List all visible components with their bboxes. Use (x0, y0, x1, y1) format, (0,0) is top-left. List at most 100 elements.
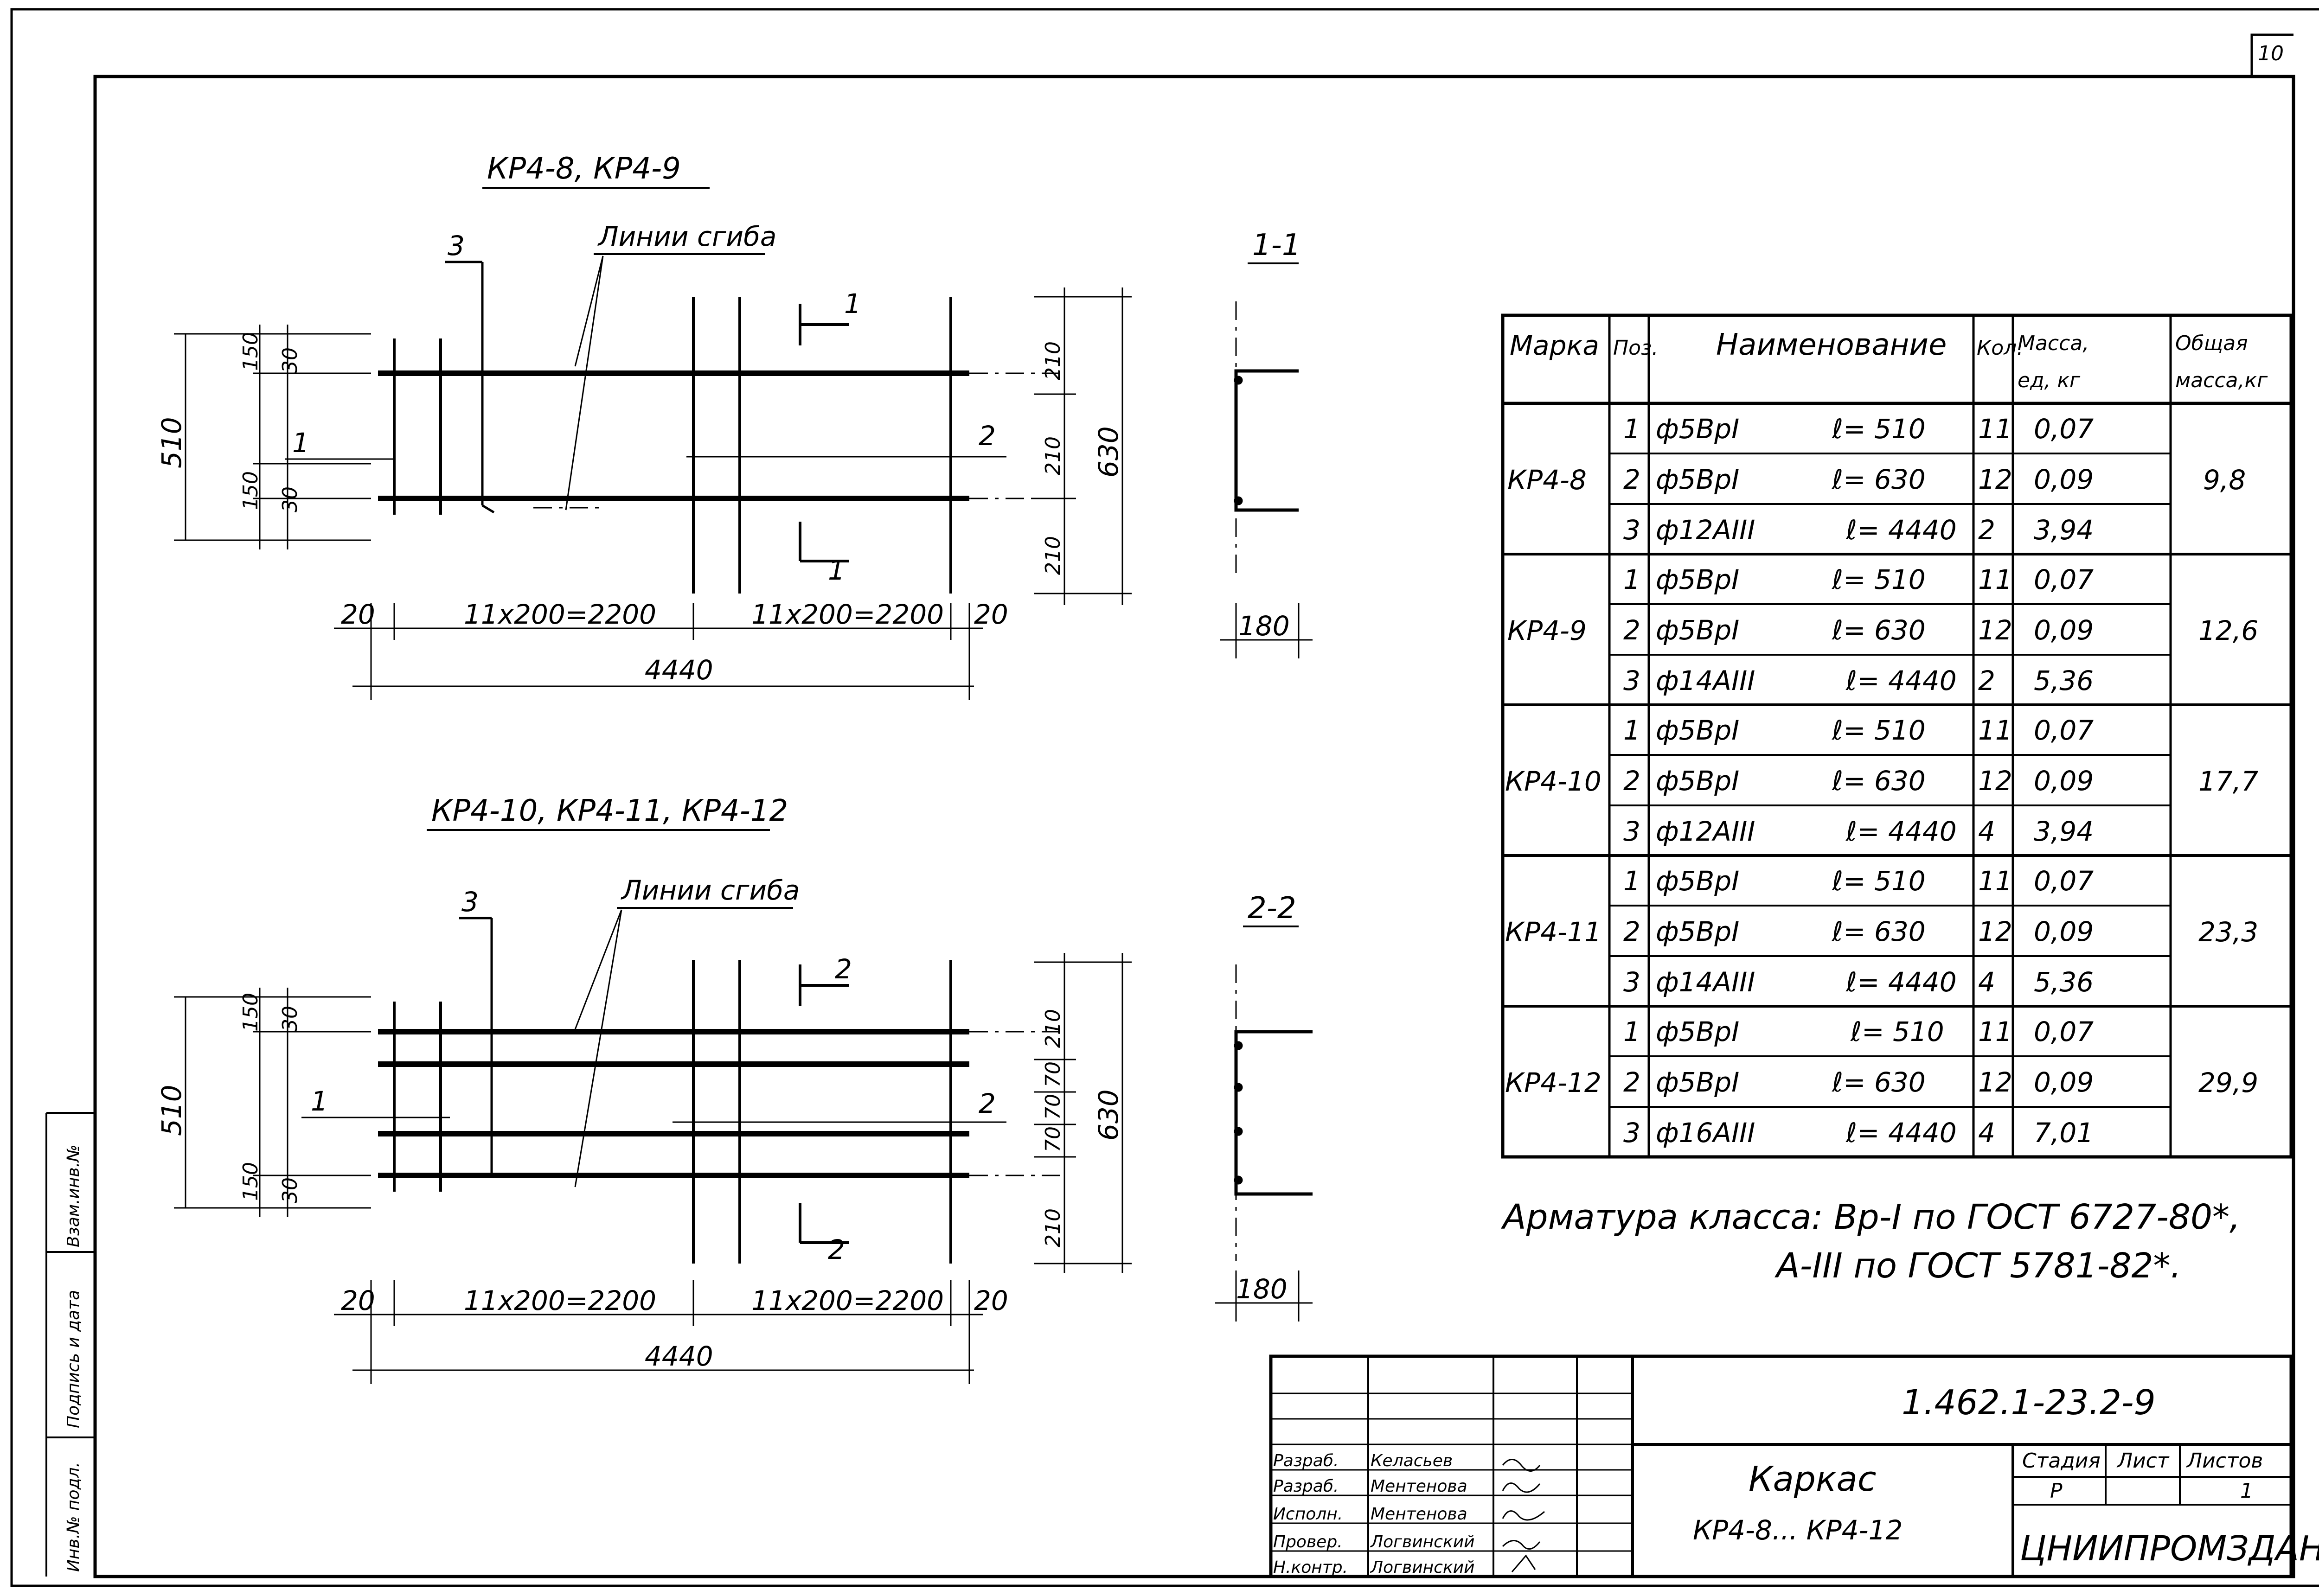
drawing-top-bars (378, 261, 1067, 594)
drawing-top-bend-label: Линии сгиба (597, 221, 776, 252)
cell-pos: 1 (1623, 1016, 1640, 1047)
cell-mass: 3,94 (2034, 514, 2094, 546)
table-row: 2 ф5ВрI ℓ= 630 12 0,09 (1623, 614, 2094, 646)
cell-len: ℓ= 4440 (1845, 665, 1957, 696)
cell-bar: ф5ВрI (1656, 916, 1739, 947)
drawing-bottom-pos2: 2 (979, 1088, 996, 1119)
sign-role: Разраб. (1273, 1451, 1339, 1470)
table-row: 1 ф5ВрI ℓ= 510 11 0,07 (1623, 413, 2094, 445)
drawing-top-height-left: 510 (156, 417, 187, 468)
cell-qty: 12 (1978, 1066, 2012, 1098)
cell-mass: 0,07 (2034, 413, 2094, 445)
cell-mass: 0,09 (2034, 464, 2094, 495)
table-row: 3 ф14АIII ℓ= 4440 2 5,36 (1623, 665, 2094, 696)
side-stamp (45, 1112, 95, 1577)
spec-table: Марка Поз. Наименование Кол. Масса, ед, … (1501, 313, 2293, 1159)
group-total: 23,3 (2198, 916, 2258, 948)
drawing-top-height-right: 630 (1093, 426, 1124, 478)
drawing-top-offset-right: 20 (974, 599, 1008, 630)
table-row: 3 ф16АIII ℓ= 4440 4 7,01 (1623, 1117, 2094, 1149)
drawing-top-dim30-top: 30 (278, 347, 302, 373)
sign-name: Ментенова (1371, 1477, 1467, 1496)
cell-mass: 0,07 (2034, 865, 2094, 897)
title-sheet-label: Лист (2116, 1449, 2170, 1473)
group-total: 9,8 (2203, 464, 2246, 496)
drawing-top-dimensions-bottom (334, 603, 983, 700)
drawing-top-dim150-bot: 150 (239, 471, 263, 510)
drawing-bottom: КР4-10, КР4-11, КР4-12 Линии сгиба 3 (156, 794, 1313, 1384)
drawing-bottom-cut-mark: 2 (835, 953, 852, 985)
cell-qty: 12 (1978, 464, 2012, 495)
cell-qty: 4 (1978, 966, 1995, 998)
cell-len: ℓ= 630 (1832, 1066, 1926, 1098)
cell-bar: ф12АIII (1656, 514, 1755, 546)
drawing-top-title: КР4-8, КР4-9 (487, 152, 681, 186)
drawing-top-offset-left: 20 (341, 599, 375, 630)
drawing-bottom-dim30-bot: 30 (278, 1177, 302, 1203)
drawing-top-dimensions-right (1034, 287, 1132, 605)
cell-bar: ф14АIII (1656, 665, 1755, 696)
drawing-bottom-dimensions-right (1034, 953, 1132, 1273)
sign-role: Разраб. (1273, 1477, 1339, 1496)
drawing-top-dimensions-left (174, 325, 371, 549)
cell-qty: 12 (1978, 614, 2012, 646)
header-unit-mass-2: ед, кг (2018, 369, 2081, 392)
header-total-mass-2: масса,кг (2175, 369, 2268, 392)
drawing-bottom-cut-mark-bottom: 2 (828, 1234, 845, 1265)
drawing-top-total-length: 4440 (645, 654, 713, 686)
drawing-top-pos2: 2 (979, 420, 996, 452)
title-stage-value: Р (2050, 1479, 2063, 1503)
cell-mass: 3,94 (2034, 816, 2094, 847)
cell-bar: ф5ВрI (1656, 1016, 1739, 1047)
drawing-bottom-bars (378, 917, 1067, 1264)
table-row: 1 ф5ВрI ℓ= 510 11 0,07 (1623, 564, 2094, 595)
spec-table-header: Марка Поз. Наименование Кол. Масса, ед, … (1510, 328, 2268, 392)
note-line-1: Арматура класса: Вр-I по ГОСТ 6727-80*, (1501, 1197, 2241, 1237)
drawing-bottom-span-right: 11x200=2200 (751, 1285, 944, 1316)
group-total: 17,7 (2198, 766, 2258, 797)
sheet-number: 10 (2258, 42, 2284, 65)
drawing-bottom-offset-right: 20 (974, 1285, 1008, 1316)
group-mark: КР4-10 (1505, 766, 1602, 797)
table-row: 2 ф5ВрI ℓ= 630 12 0,09 (1623, 1066, 2094, 1098)
cell-len: ℓ= 510 (1832, 564, 1926, 595)
cell-bar: ф12АIII (1656, 816, 1755, 847)
cell-pos: 3 (1623, 514, 1640, 546)
drawing-bottom-section-title: 2-2 (1248, 891, 1296, 926)
cell-mass: 0,09 (2034, 614, 2094, 646)
title-name-2: КР4-8... КР4-12 (1693, 1514, 1903, 1546)
drawing-bottom-dim150-bot: 150 (239, 1162, 263, 1201)
drawing-bottom-section-width: 180 (1236, 1273, 1288, 1305)
cell-bar: ф5ВрI (1656, 1066, 1739, 1098)
spec-table-grid (1501, 313, 2293, 1159)
sign-name: Ментенова (1371, 1505, 1467, 1524)
spec-group: КР4-11 23,3 1 ф5ВрI ℓ= 510 11 0,07 2 ф5В… (1505, 865, 2258, 998)
spec-group: КР4-9 12,6 1 ф5ВрI ℓ= 510 11 0,07 2 ф5Вр… (1507, 564, 2258, 696)
drawing-bottom-dim210-a: 210 (1041, 1009, 1065, 1048)
cell-len: ℓ= 4440 (1845, 816, 1957, 847)
cell-pos: 2 (1623, 614, 1640, 646)
cell-qty: 11 (1978, 1016, 2012, 1047)
cell-qty: 2 (1978, 665, 1995, 696)
title-doc-code: 1.462.1-23.2-9 (1902, 1383, 2156, 1423)
drawing-top-cut-mark-bottom: 1 (828, 555, 845, 586)
cell-bar: ф5ВрI (1656, 865, 1739, 897)
title-stage-label: Стадия (2022, 1449, 2101, 1473)
drawing-top-span-left: 11x200=2200 (464, 599, 656, 630)
group-mark: КР4-11 (1505, 916, 1602, 948)
drawing-bottom-dim210-b: 210 (1041, 1208, 1065, 1247)
header-qty: Кол. (1977, 336, 2023, 360)
cell-bar: ф5ВрI (1656, 464, 1739, 495)
side-inv-replace: Взам.инв.№ (64, 1144, 83, 1247)
signature-scribbles (1502, 1459, 1545, 1572)
sheet-frame (10, 8, 2319, 1587)
cell-bar: ф5ВрI (1656, 614, 1739, 646)
drawing-bottom-bend-leaders (574, 909, 622, 1187)
group-total: 29,9 (2198, 1067, 2258, 1098)
cell-qty: 12 (1978, 765, 2012, 797)
drawing-top: КР4-8, КР4-9 Линии сгиба 3 (156, 152, 1313, 700)
side-inv-no: Инв.№ подл. (64, 1462, 83, 1572)
cell-len: ℓ= 630 (1832, 614, 1926, 646)
cell-pos: 1 (1623, 413, 1640, 445)
header-pos: Поз. (1613, 336, 1658, 360)
